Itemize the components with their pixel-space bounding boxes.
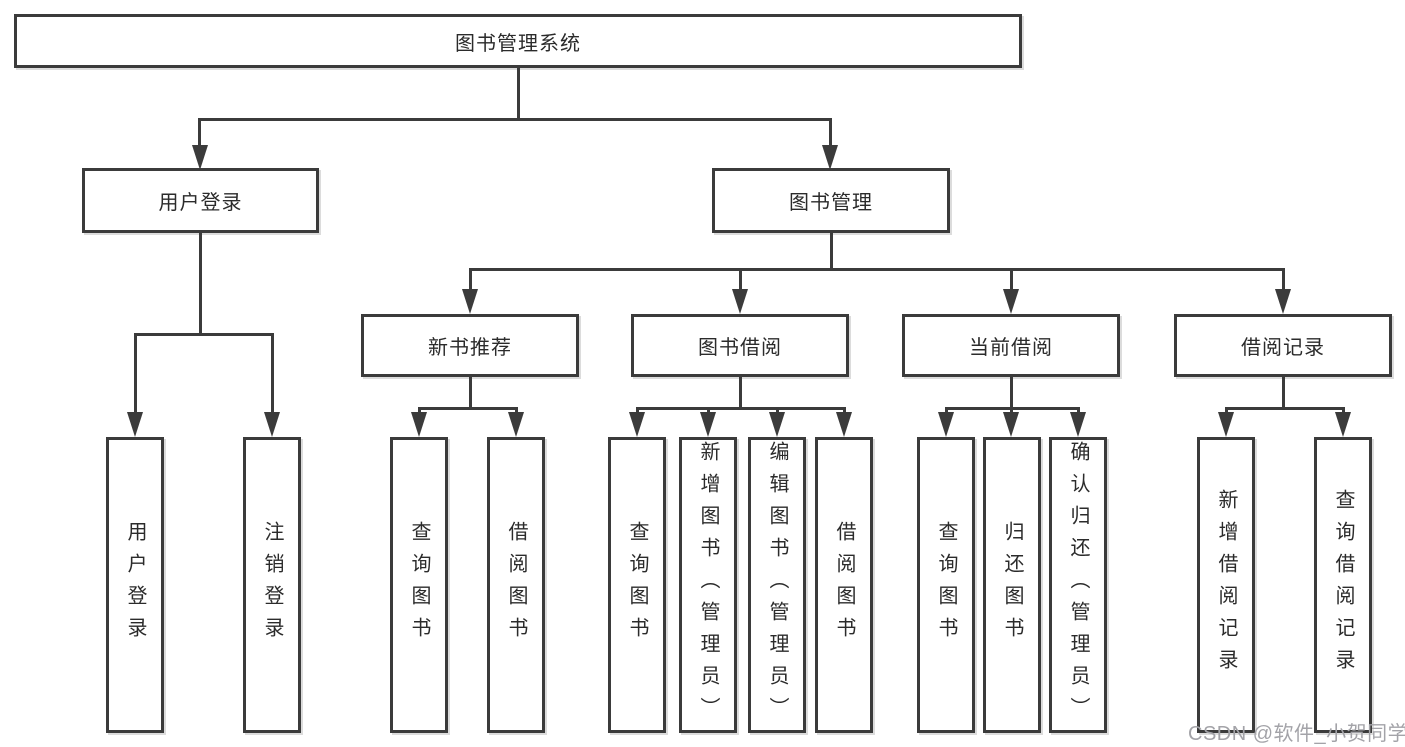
- connector-line: [469, 377, 472, 410]
- connector-line: [134, 333, 137, 413]
- connector-line: [1225, 407, 1345, 410]
- leaf-add-book-admin: 新增图书（管理员）: [679, 437, 737, 733]
- arrow-down-icon: [1003, 289, 1019, 314]
- connector-line: [1225, 407, 1228, 415]
- arrow-down-icon: [1335, 412, 1351, 437]
- connector-line: [1282, 268, 1285, 291]
- connector-line: [469, 268, 472, 291]
- csdn-watermark: CSDN @软件_小贺同学: [1188, 723, 1405, 745]
- node-current-borrowing: 当前借阅: [902, 314, 1120, 377]
- node-book-borrowing: 图书借阅: [631, 314, 849, 377]
- arrow-down-icon: [1003, 412, 1019, 437]
- node-book-management: 图书管理: [712, 168, 950, 233]
- connector-line: [829, 118, 832, 147]
- connector-line: [469, 268, 1285, 271]
- arrow-down-icon: [462, 289, 478, 314]
- connector-line: [707, 407, 710, 415]
- arrow-down-icon: [1218, 412, 1234, 437]
- connector-line: [1010, 377, 1013, 410]
- leaf-query-books-recommend: 查询图书: [390, 437, 448, 733]
- leaf-logout: 注销登录: [243, 437, 301, 733]
- connector-line: [1077, 407, 1080, 415]
- connector-line: [636, 407, 639, 415]
- node-new-book-recommend: 新书推荐: [361, 314, 579, 377]
- leaf-query-books-current: 查询图书: [917, 437, 975, 733]
- arrow-down-icon: [411, 412, 427, 437]
- connector-line: [830, 233, 833, 271]
- node-borrowing-records: 借阅记录: [1174, 314, 1392, 377]
- arrow-down-icon: [732, 289, 748, 314]
- node-user-login: 用户登录: [82, 168, 319, 233]
- node-library-system-root: 图书管理系统: [14, 14, 1022, 68]
- connector-line: [515, 407, 518, 415]
- connector-line: [739, 268, 742, 291]
- connector-line: [198, 118, 201, 147]
- leaf-query-borrow-record: 查询借阅记录: [1314, 437, 1372, 733]
- connector-line: [1282, 377, 1285, 410]
- arrow-down-icon: [192, 145, 208, 170]
- leaf-user-login: 用户登录: [106, 437, 164, 733]
- leaf-borrow-books-recommend: 借阅图书: [487, 437, 545, 733]
- leaf-add-borrow-record: 新增借阅记录: [1197, 437, 1255, 733]
- connector-line: [271, 333, 274, 413]
- arrow-down-icon: [769, 412, 785, 437]
- leaf-return-book: 归还图书: [983, 437, 1041, 733]
- arrow-down-icon: [127, 412, 143, 437]
- connector-line: [134, 333, 274, 336]
- connector-line: [418, 407, 518, 410]
- connector-line: [945, 407, 948, 415]
- connector-line: [739, 377, 742, 410]
- arrow-down-icon: [629, 412, 645, 437]
- connector-line: [636, 407, 846, 410]
- connector-line: [1010, 268, 1013, 291]
- arrow-down-icon: [938, 412, 954, 437]
- connector-line: [517, 68, 520, 121]
- arrow-down-icon: [1070, 412, 1086, 437]
- arrow-down-icon: [700, 412, 716, 437]
- leaf-edit-book-admin: 编辑图书（管理员）: [748, 437, 806, 733]
- leaf-query-books-borrowing: 查询图书: [608, 437, 666, 733]
- connector-line: [198, 118, 832, 121]
- connector-line: [418, 407, 421, 415]
- connector-line: [199, 233, 202, 336]
- leaf-confirm-return-admin: 确认归还（管理员）: [1049, 437, 1107, 733]
- arrow-down-icon: [264, 412, 280, 437]
- connector-line: [843, 407, 846, 415]
- arrow-down-icon: [822, 145, 838, 170]
- arrow-down-icon: [508, 412, 524, 437]
- arrow-down-icon: [1275, 289, 1291, 314]
- arrow-down-icon: [836, 412, 852, 437]
- connector-line: [776, 407, 779, 415]
- leaf-borrow-books-borrowing: 借阅图书: [815, 437, 873, 733]
- connector-line: [1010, 407, 1013, 415]
- connector-line: [1342, 407, 1345, 415]
